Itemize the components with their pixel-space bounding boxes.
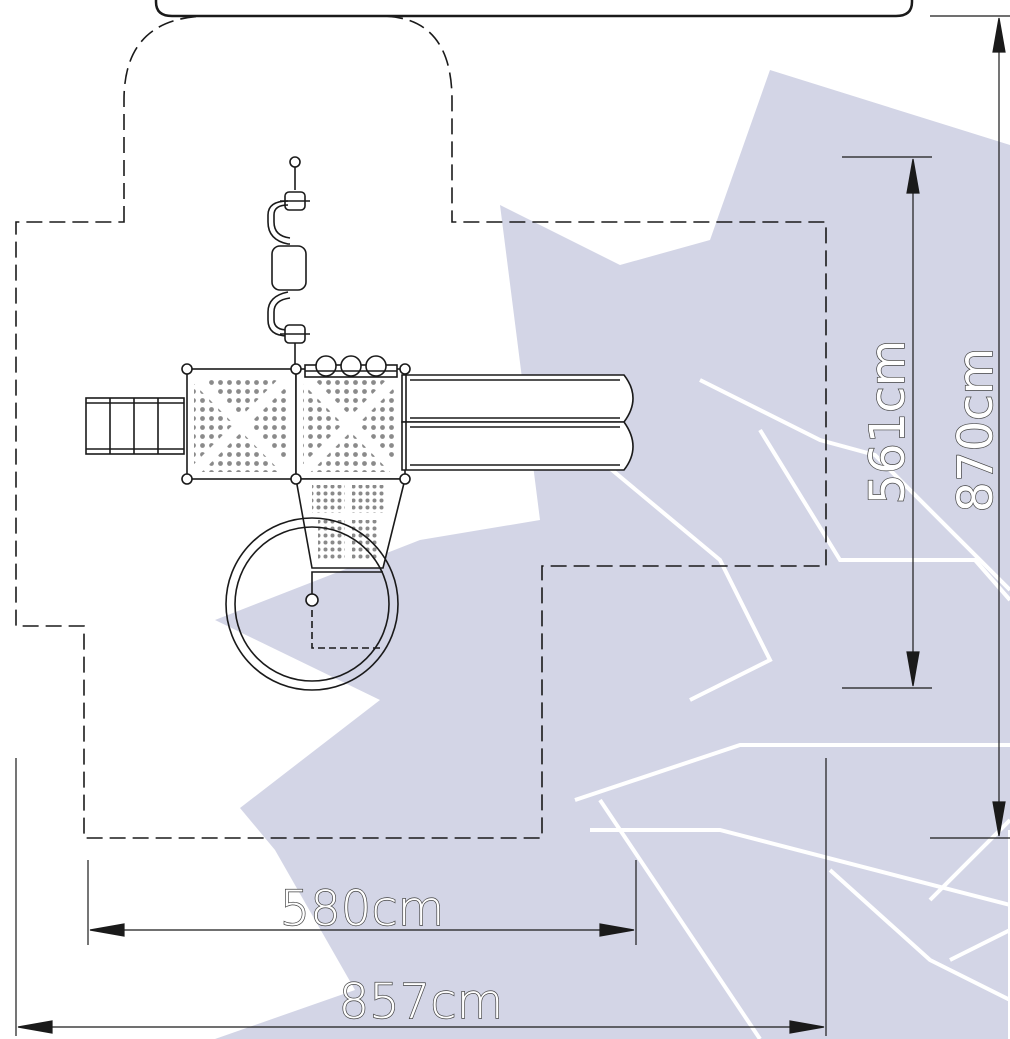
overall-depth-label: 870cm: [948, 348, 1004, 513]
overall-depth-dimension: [930, 15, 1010, 839]
double-slide: [401, 374, 634, 471]
round-slide: [225, 517, 399, 691]
equipment-depth-dimension: [842, 156, 932, 689]
support-posts: [181, 363, 411, 485]
climbing-net: [295, 478, 407, 569]
equipment-width-label: 580cm: [280, 881, 445, 937]
access-stairs: [85, 397, 185, 455]
title-frame: [154, 0, 914, 18]
overall-width-dimension: [15, 758, 827, 1036]
safety-zone-outline: [15, 15, 827, 839]
maple-leaf-watermark-icon: [215, 70, 1010, 1039]
platform-deck-right: [295, 368, 406, 480]
equipment-width-dimension: [87, 860, 637, 945]
roller-panel: [304, 355, 398, 378]
play-structure: [85, 156, 634, 691]
overall-width-label: 857cm: [339, 974, 504, 1030]
overhead-climber: [267, 156, 310, 369]
platform-deck-left: [186, 368, 297, 480]
equipment-depth-label: 561cm: [860, 340, 916, 505]
